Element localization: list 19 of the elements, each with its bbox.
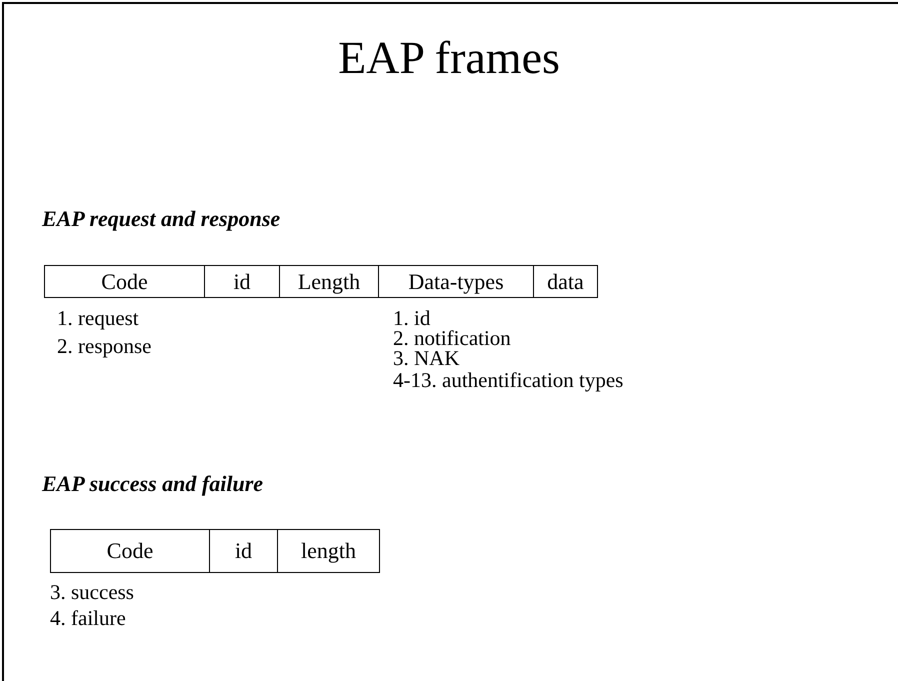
- title: EAP frames: [337, 31, 561, 85]
- field-cell: Code: [44, 265, 205, 298]
- field-cell: Length: [279, 265, 379, 298]
- list-item: 3. NAK: [393, 348, 460, 369]
- section-heading: EAP success and failure: [42, 473, 264, 495]
- section-heading: EAP request and response: [42, 208, 280, 230]
- list-item: 3. success: [50, 582, 134, 603]
- list-item: 2. notification: [393, 328, 511, 349]
- list-item: 4-13. authentification types: [393, 370, 624, 391]
- list-item: 2. response: [57, 336, 152, 357]
- field-cell: id: [204, 265, 280, 298]
- list-item: 1. request: [57, 308, 139, 329]
- field-cell: Code: [50, 529, 210, 573]
- list-item: 4. failure: [50, 608, 126, 629]
- list-item: 1. id: [393, 308, 430, 329]
- field-cell: id: [209, 529, 278, 573]
- field-cell: length: [277, 529, 380, 573]
- field-cell: data: [533, 265, 598, 298]
- field-cell: Data-types: [378, 265, 534, 298]
